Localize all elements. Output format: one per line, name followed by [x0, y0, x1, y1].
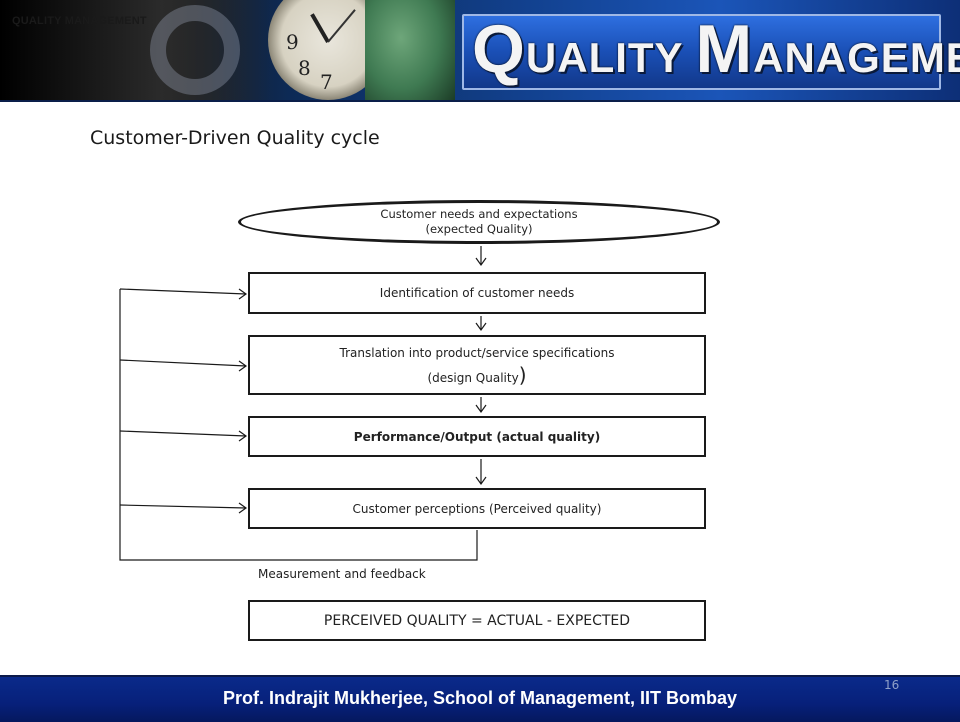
step-2-line-2: (design Quality) [428, 364, 527, 389]
oval-line-1: Customer needs and expectations [380, 207, 578, 221]
title-part-2: ANAGEMENT [753, 34, 960, 81]
footer-bar: Prof. Indrajit Mukherjee, School of Mana… [0, 675, 960, 722]
oval-line-2: (expected Quality) [425, 222, 533, 236]
feedback-loop-line [119, 289, 478, 561]
step-2-design-quality: (design Quality [427, 370, 519, 385]
title-part-1: UALITY [525, 34, 696, 81]
feedback-arrow-1 [119, 288, 247, 295]
clock-number: 7 [320, 70, 333, 94]
formula-box: PERCEIVED QUALITY = ACTUAL - EXPECTED [248, 600, 706, 641]
arrow-head-1 [475, 257, 487, 267]
arrow-head-4 [475, 476, 487, 486]
formula-text: PERCEIVED QUALITY = ACTUAL - EXPECTED [323, 612, 631, 629]
step-translation: Translation into product/service specifi… [248, 335, 706, 395]
clock-number: 9 [286, 30, 299, 54]
banner-title-panel [462, 14, 941, 90]
feedback-arrow-head-3 [238, 430, 248, 442]
banner-title: QUALITY MANAGEMENT [472, 10, 960, 88]
expectations-oval: Customer needs and expectations (expecte… [238, 200, 720, 244]
step-4-label: Customer perceptions (Perceived quality) [352, 501, 602, 516]
feedback-arrow-head-4 [238, 502, 248, 514]
page-number: 16 [884, 678, 900, 692]
step-2-line-1: Translation into product/service specifi… [339, 345, 615, 360]
dial-decoration [365, 0, 455, 100]
feedback-arrow-4 [119, 504, 247, 509]
feedback-arrow-3 [119, 430, 247, 437]
title-letter-q: Q [472, 11, 526, 87]
step-identification: Identification of customer needs [248, 272, 706, 314]
step-2-paren: ) [518, 362, 527, 387]
header-banner: 9 8 7 QUALITY MANAGEMENT QUALITY MANAGEM… [0, 0, 960, 102]
title-letter-m: M [695, 11, 754, 87]
step-3-label: Performance/Output (actual quality) [353, 429, 601, 444]
step-performance: Performance/Output (actual quality) [248, 416, 706, 457]
feedback-arrow-2 [119, 359, 247, 367]
clock-number: 8 [298, 56, 311, 80]
arrow-head-2 [475, 322, 487, 332]
banner-tag: QUALITY MANAGEMENT [12, 15, 147, 27]
feedback-arrow-head-1 [238, 288, 248, 300]
arrow-head-3 [475, 404, 487, 414]
footer-credit: Prof. Indrajit Mukherjee, School of Mana… [222, 688, 738, 708]
slide-heading: Customer-Driven Quality cycle [90, 127, 380, 149]
feedback-arrow-head-2 [238, 360, 248, 372]
feedback-label: Measurement and feedback [258, 567, 426, 581]
step-perceptions: Customer perceptions (Perceived quality) [248, 488, 706, 529]
step-1-label: Identification of customer needs [379, 286, 575, 300]
